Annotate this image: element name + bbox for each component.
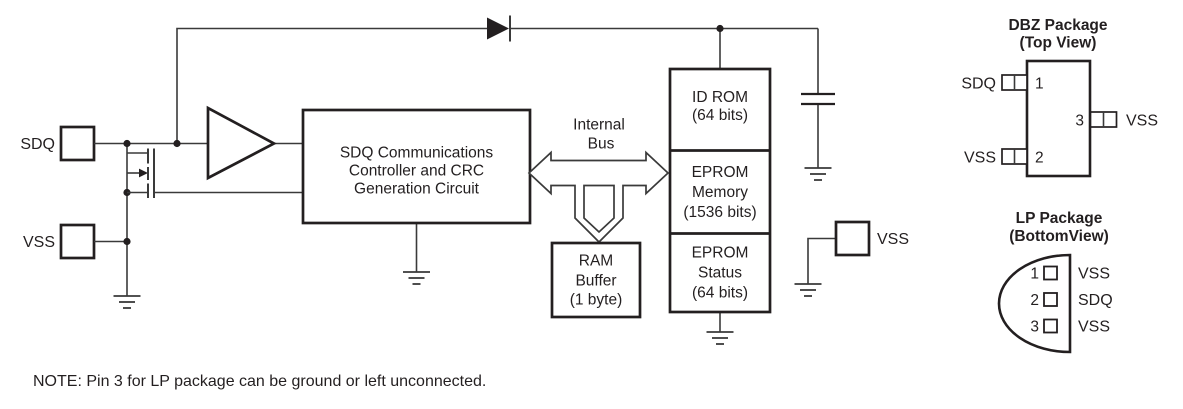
internal-bus-label-line2: Bus [588,136,615,153]
junction-dot [716,24,724,33]
vss-pin: VSS [23,223,96,260]
lp-package-subtitle: (BottomView) [1009,228,1109,245]
lp-pin3-pad [1043,318,1058,334]
controller-line3: Generation Circuit [354,181,480,198]
vss-right-pin-box [834,220,871,257]
id-rom-block: ID ROM (64 bits) [692,89,748,124]
vss-pin-label: VSS [23,234,55,251]
lp-pin3-label: VSS [1078,319,1110,336]
ram-buffer-line1: RAM [579,253,613,270]
eprom-memory-line3: (1536 bits) [683,204,756,221]
dbz-pin3-label: VSS [1126,113,1158,130]
id-rom-line2: (64 bits) [692,107,748,124]
dbz-package-title: DBZ Package [1008,17,1107,34]
eprom-memory-line2: Memory [692,184,748,201]
footnote: NOTE: Pin 3 for LP package can be ground… [33,373,486,390]
diode-icon [487,15,511,42]
vss-right-branch [807,237,836,284]
memory-stack: ID ROM (64 bits) EPROM Memory (1536 bits… [668,67,772,314]
junction-dot [123,237,131,246]
dbz-package-body [1025,59,1092,178]
capacitor-icon [801,92,835,106]
controller-block: SDQ Communications Controller and CRC Ge… [301,108,532,225]
ground-icon [793,283,823,297]
eprom-status-block: EPROM Status (64 bits) [692,245,749,302]
vss-pin-box [59,223,96,260]
junction-dot [173,139,181,148]
lp-package-title: LP Package [1016,210,1103,227]
controller-line1: SDQ Communications [340,145,494,162]
top-rail-left [176,27,487,144]
dbz-pin3-number: 3 [1075,113,1084,130]
lp-package: LP Package (BottomView) 1 VSS 2 SDQ 3 VS… [997,210,1113,354]
ram-buffer-block: RAM Buffer (1 byte) [550,241,642,319]
mosfet-icon [127,148,155,198]
wires [94,27,836,332]
dbz-pin1-label: SDQ [961,76,996,93]
ram-buffer-line3: (1 byte) [570,292,623,309]
eprom-status-line2: Status [698,265,742,282]
internal-bus-arrow: Internal Bus [527,117,670,244]
lp-pin1-pad [1043,265,1058,281]
eprom-memory-block: EPROM Memory (1536 bits) [683,164,756,221]
lp-pin2-pad [1043,292,1058,307]
sdq-pin-label: SDQ [20,136,55,153]
vss-right-pin-label: VSS [877,231,909,248]
vss-right-pin: VSS [834,220,909,257]
dbz-pin2-label: VSS [964,150,996,167]
lp-pin1-number: 1 [1030,266,1039,283]
sdq-pin-box [59,125,96,162]
eprom-status-line1: EPROM [692,245,749,262]
lp-pin1-label: VSS [1078,266,1110,283]
dbz-pin2-number: 2 [1035,150,1044,167]
ground-icon [112,295,142,309]
dbz-package-subtitle: (Top View) [1020,35,1097,52]
dbz-package: DBZ Package (Top View) SDQ 1 VSS 2 3 VSS [961,17,1158,178]
internal-bus-label-line1: Internal [573,117,625,134]
ground-icon [705,331,735,345]
sdq-pin: SDQ [20,125,96,162]
dbz-pin1-number: 1 [1035,76,1044,93]
eprom-status-line3: (64 bits) [692,285,748,302]
eprom-memory-line1: EPROM [692,164,749,181]
ram-buffer-line2: Buffer [575,273,616,290]
ground-icon [402,271,431,285]
buffer-icon [206,105,277,181]
lp-pin2-label: SDQ [1078,292,1113,309]
ground-icon [803,167,833,181]
lp-pin2-number: 2 [1030,292,1039,309]
lp-pin3-number: 3 [1030,319,1039,336]
id-rom-line1: ID ROM [692,89,748,106]
junction-dot [123,139,131,148]
controller-line2: Controller and CRC [349,163,484,180]
